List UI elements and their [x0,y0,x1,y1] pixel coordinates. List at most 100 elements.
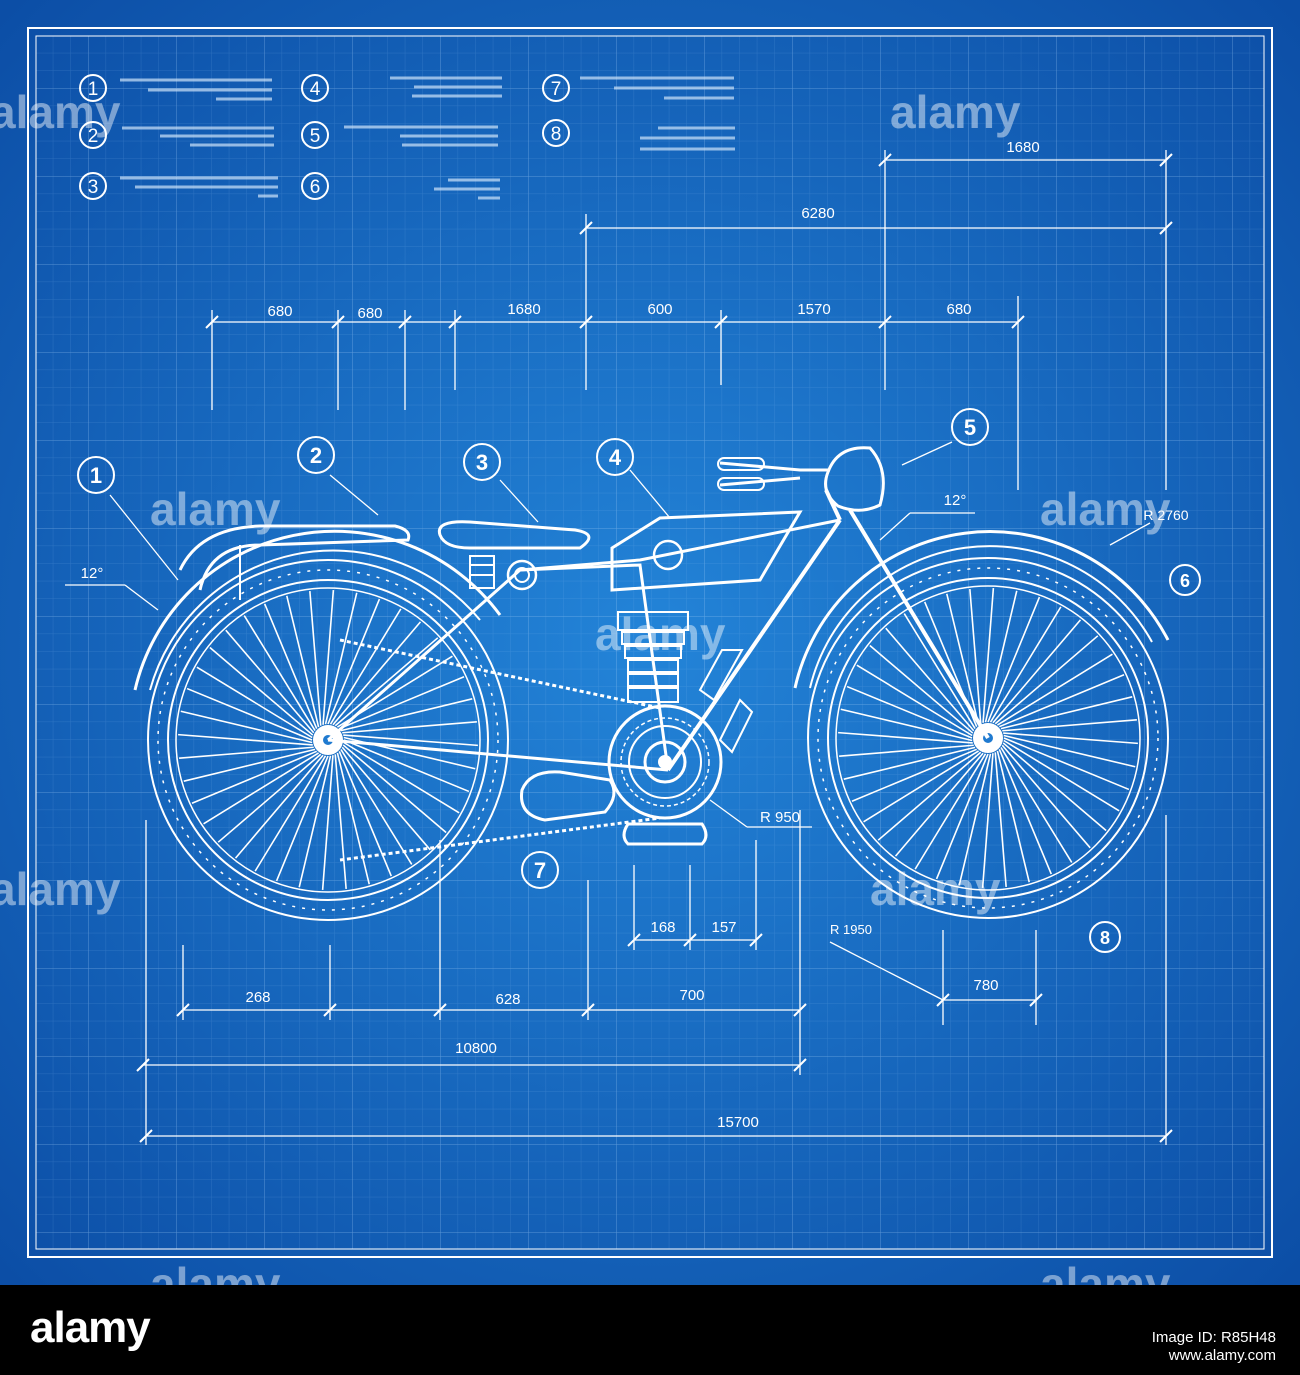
legend-number: 1 [88,79,99,100]
footer-image-id: Image ID: R85H48 www.alamy.com [1152,1329,1276,1365]
spoke [992,619,1082,724]
spoke [340,698,473,732]
spoke [298,755,332,888]
spoke [856,664,973,737]
angle-right-label: 12° [944,492,967,509]
image-id-line: Image ID: R85H48 [1151,1329,1276,1346]
spoke [851,748,977,803]
legend-marker [301,121,329,149]
spoke [334,754,347,889]
dim-268: 268 [245,989,270,1006]
site-url-line: www.alamy.com [1168,1347,1276,1364]
spoke [982,588,995,723]
legend-marker [79,121,107,149]
spoke [846,685,973,739]
dimension-tick [433,1003,447,1017]
spoke [225,629,315,734]
spoke [946,593,980,726]
spoke [275,755,329,882]
engine [607,611,754,846]
radius-1950-label: R 1950 [830,922,872,937]
dim-700: 700 [679,987,704,1004]
spoke [1000,696,1133,730]
spoke [286,595,320,728]
spoke [254,755,327,872]
angle-left-label: 12° [81,565,104,582]
spoke [178,733,313,746]
callout-1: 1 [90,463,102,488]
legend-marker [542,119,570,147]
radius-2760-label: R 2760 [1143,507,1188,523]
spoke [914,753,987,870]
spoke [994,635,1099,725]
spoke [336,752,370,885]
legend-marker [301,74,329,102]
legend-number: 6 [310,177,321,198]
saddle [437,520,591,550]
spoke [1003,732,1138,745]
dimension-tick [136,1058,150,1072]
spoke [343,741,460,814]
dimension-lines [65,150,1167,1145]
spoke [1003,737,1130,791]
callout-numbers: 1 2 3 4 5 6 7 8 [90,415,1190,948]
fuel-tank [610,510,803,592]
top-tube [519,518,841,572]
dim-680-c: 680 [946,301,971,318]
dimension-ticks [136,153,1173,1143]
headlamp [824,446,885,512]
rear-fender [133,529,502,691]
dimension-tick [793,1003,807,1017]
spoke [984,590,1018,723]
down-tube [666,518,842,772]
spoke [885,627,975,732]
callout-7: 7 [534,858,546,883]
dimension-tick [714,315,728,329]
dimension-tick [581,1003,595,1017]
spoke [903,613,976,730]
spoke [838,731,973,744]
spoke [191,750,317,805]
callout-8: 8 [1100,928,1110,948]
watermark-text: alamy [150,1258,281,1285]
rear-triangle [327,563,670,771]
callout-3: 3 [476,450,488,475]
watermark-text: alamy [0,863,121,915]
spoke [1000,746,1073,863]
dimension-tick [1159,221,1173,235]
spoke [196,666,313,739]
spoke [332,621,422,726]
watermark-text: alamy [890,86,1021,138]
spoke [209,646,314,736]
legend-marker [79,74,107,102]
legend-marker [301,172,329,200]
dimension-tick [139,1129,153,1143]
spoke [186,687,313,741]
spoke [341,746,431,851]
spoke [343,739,470,793]
spoke [863,750,980,823]
dimension-tick [878,153,892,167]
spoke [322,590,335,725]
spoke [935,753,989,880]
watermark-text: alamy [1040,1258,1171,1285]
legend-number: 3 [88,177,99,198]
spoke [839,744,974,757]
front-fender [793,530,1170,689]
dimension-tick [793,1058,807,1072]
legend-marker [542,74,570,102]
dim-1680-row: 1680 [507,301,540,318]
chain-stay [327,738,669,772]
spoke [843,746,976,780]
handlebar [719,461,830,472]
legend-number: 8 [551,124,562,145]
watermark-text: alamy [1040,483,1171,535]
dimension-tick [579,221,593,235]
spoke [339,675,465,730]
dimension-tick [331,315,345,329]
spoke [342,744,447,834]
dimension-tick [579,315,593,329]
